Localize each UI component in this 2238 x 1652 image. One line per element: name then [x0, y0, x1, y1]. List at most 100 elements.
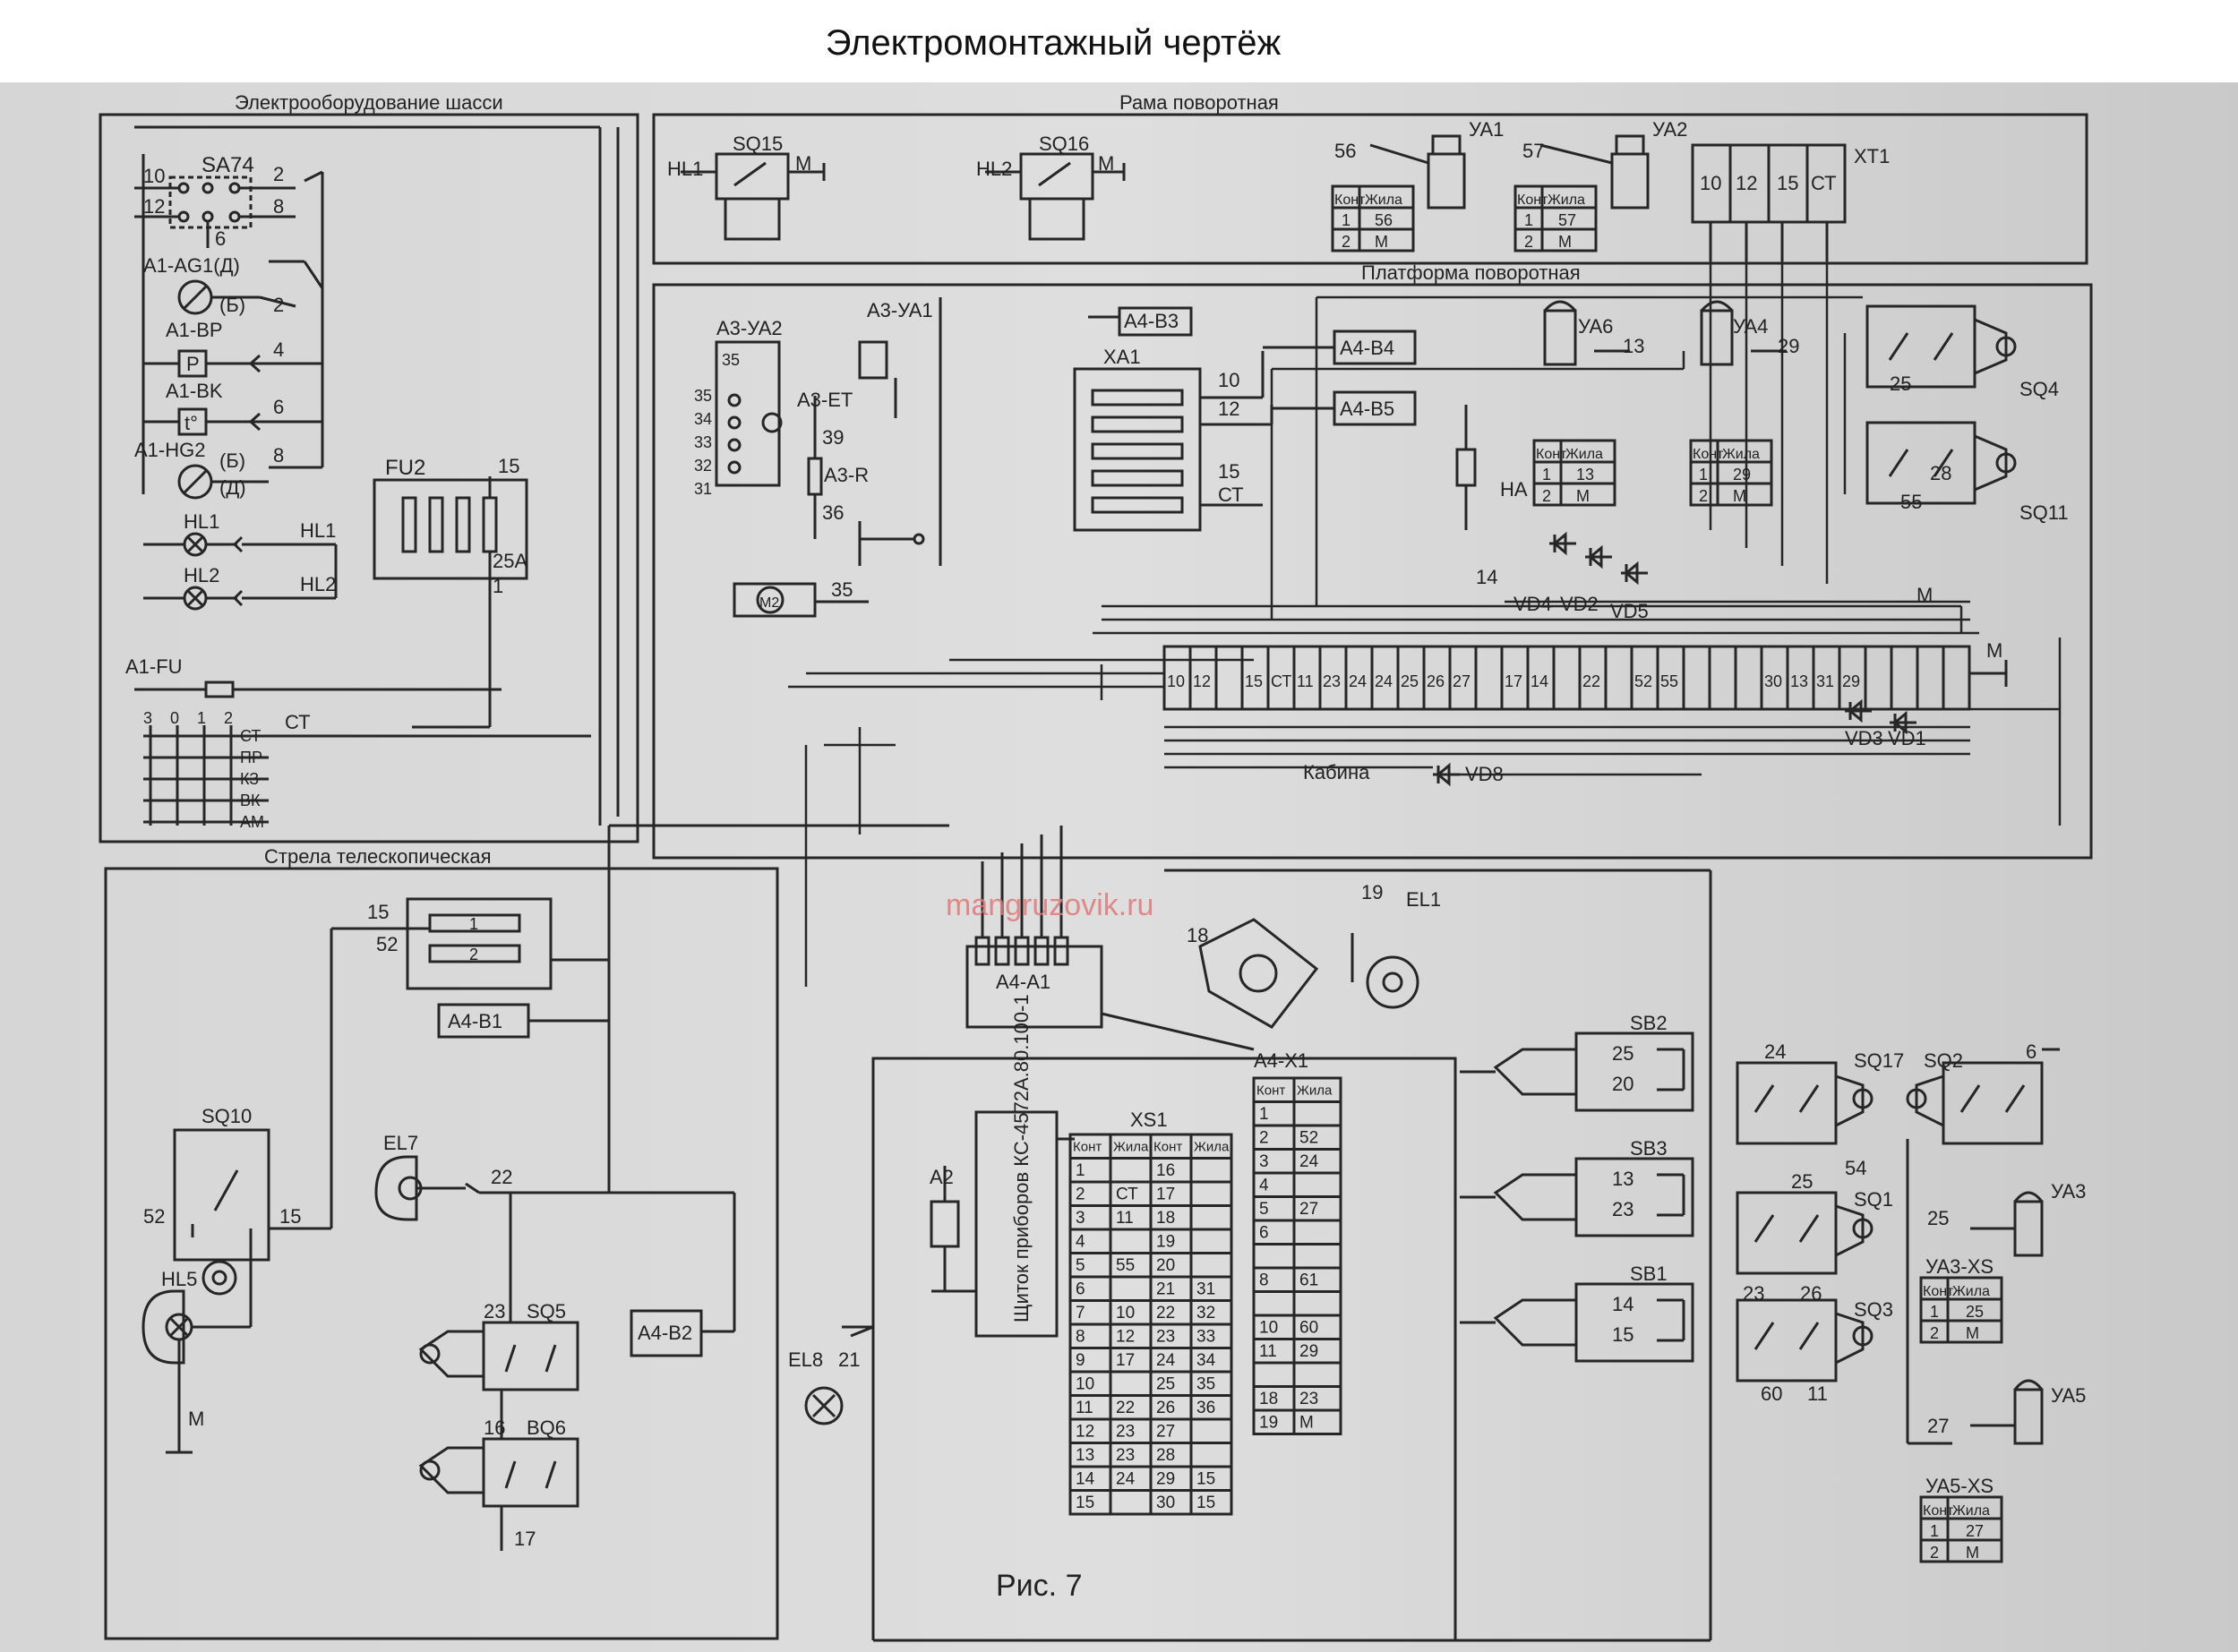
a3-block — [715, 297, 942, 618]
wire-35: 35 — [831, 578, 853, 601]
sq5-switch — [418, 1193, 579, 1391]
xt1-pin-st: СТ — [1811, 172, 1837, 194]
vd2-label: VD2 — [1560, 593, 1599, 615]
terminal-pin-label: 12 — [1193, 672, 1211, 690]
table-cell: 15 — [1076, 1494, 1094, 1512]
ya2-table-head-2: Жила — [1548, 193, 1585, 208]
table-cell: 60 — [1299, 1319, 1318, 1338]
ya6-valve — [1532, 300, 1630, 507]
table-cell: 19 — [1259, 1414, 1278, 1433]
table-cell: 27 — [1299, 1200, 1318, 1219]
a4-a1-label: А4-А1 — [996, 971, 1050, 993]
ya6-label: УА6 — [1578, 315, 1613, 338]
ya1-row2-c: 2 — [1342, 233, 1351, 251]
vd3-label: VD3 — [1845, 727, 1883, 749]
table-header-cell: Жила — [1113, 1140, 1149, 1155]
sq10-pin-15: 15 — [279, 1205, 301, 1228]
boom-connector — [330, 897, 609, 1228]
a1-fu-pin-0: 0 — [170, 709, 179, 727]
a4-a1-block — [965, 826, 1255, 1051]
sq1-switch — [1736, 1191, 1874, 1275]
terminal-pin-label: 15 — [1245, 672, 1263, 690]
bus-st: СТ — [240, 727, 261, 745]
ya4-row1-w: 29 — [1733, 466, 1751, 484]
table-cell: 10 — [1076, 1375, 1094, 1394]
a1-ag1-label: A1-AG1(Д) — [143, 254, 240, 277]
hl1-row — [143, 532, 336, 557]
ya1-row1-w: 56 — [1375, 211, 1393, 229]
table-cell: 10 — [1116, 1304, 1135, 1322]
ya3-xs-label: УА3-XS — [1925, 1255, 1994, 1278]
motor-m2-label: M2 — [759, 595, 779, 611]
a1-hg2-row — [177, 464, 322, 500]
ya3-label: УА3 — [2051, 1180, 2086, 1203]
ya4-label: УА4 — [1733, 315, 1768, 338]
table-cell: 24 — [1116, 1470, 1136, 1489]
table-cell: 23 — [1116, 1423, 1135, 1442]
vd8-label: VD8 — [1465, 763, 1504, 785]
xt1-pin-10: 10 — [1700, 172, 1721, 194]
ground-symbol — [1970, 660, 2008, 687]
table-cell: 16 — [1156, 1161, 1175, 1180]
sq1-label: SQ1 — [1854, 1188, 1893, 1211]
a4-b5 — [1272, 390, 1417, 426]
fu2-pin-15: 15 — [498, 455, 519, 477]
table-cell: 4 — [1259, 1177, 1269, 1195]
table-cell: 3 — [1259, 1152, 1269, 1171]
hl1-wire: HL1 — [300, 519, 336, 542]
table-cell: 18 — [1156, 1209, 1175, 1228]
ya3-row1-c: 1 — [1930, 1303, 1939, 1321]
hl2-row — [143, 586, 336, 611]
a3-ya1-label: А3-УА1 — [867, 299, 933, 321]
table-cell: 12 — [1116, 1328, 1135, 1347]
diode-vd2 — [1585, 544, 1612, 569]
table-frame — [1252, 1076, 1342, 1435]
table-cell: 21 — [1156, 1280, 1175, 1299]
table-cell: 27 — [1156, 1423, 1175, 1442]
table-cell: 32 — [1196, 1304, 1215, 1322]
table-cell: 1 — [1259, 1105, 1269, 1124]
table-cell: 19 — [1156, 1233, 1175, 1252]
ya3-row2-w: М — [1966, 1324, 1979, 1342]
table-cell: 6 — [1259, 1224, 1269, 1243]
sa74-pin-10: 10 — [143, 165, 165, 187]
terminal-pin-label: 24 — [1375, 672, 1393, 690]
table-cell: 24 — [1156, 1351, 1176, 1370]
bq6-pin-17: 17 — [514, 1528, 536, 1550]
ya4-wire: 29 — [1778, 335, 1799, 357]
ya4-head-2: Жила — [1722, 447, 1760, 462]
ya1-row2-w: М — [1375, 233, 1388, 251]
sq10-pin-52: 52 — [143, 1205, 165, 1228]
terminal-pin-label: 24 — [1349, 672, 1367, 690]
ya1-table-head-1: Конт — [1334, 193, 1366, 208]
figure-caption: Рис. 7 — [996, 1569, 1082, 1603]
sq11-switch — [1865, 421, 2017, 505]
table-cell: 29 — [1156, 1470, 1175, 1489]
sq3-switch — [1736, 1298, 1874, 1382]
table-cell: 28 — [1156, 1446, 1175, 1465]
frame-hl1-label: HL1 — [667, 158, 703, 180]
table-cell: 12 — [1076, 1423, 1094, 1442]
vd5-label: VD5 — [1610, 600, 1649, 622]
xt1-pin-15: 15 — [1777, 172, 1798, 194]
a1-ag1-pin-b: 2 — [273, 294, 284, 316]
sq16-m: M — [1098, 152, 1114, 175]
a4-b2-label: А4-В2 — [638, 1322, 692, 1344]
terminal-pin-label: 10 — [1167, 672, 1185, 690]
a3-pin-34: 34 — [694, 410, 712, 428]
table-cell: 8 — [1259, 1271, 1269, 1290]
terminal-pin-label: СТ — [1271, 672, 1291, 690]
ya2-label: УА2 — [1652, 118, 1687, 141]
ya1-table-head-2: Жила — [1365, 193, 1402, 208]
ya4-row2-w: М — [1733, 487, 1746, 505]
a1-hg2-label: A1-HG2 — [134, 439, 205, 461]
table-cell: 11 — [1076, 1399, 1093, 1417]
a1-fu-block — [134, 680, 502, 698]
ya4-valve — [1689, 300, 1787, 507]
sa74-pin-2: 2 — [273, 163, 284, 185]
diode-vd5 — [1621, 561, 1648, 586]
table-cell: 24 — [1299, 1152, 1319, 1171]
a1-fu-pin-2: 2 — [224, 709, 233, 727]
fu2-pin-1: 1 — [493, 575, 503, 597]
